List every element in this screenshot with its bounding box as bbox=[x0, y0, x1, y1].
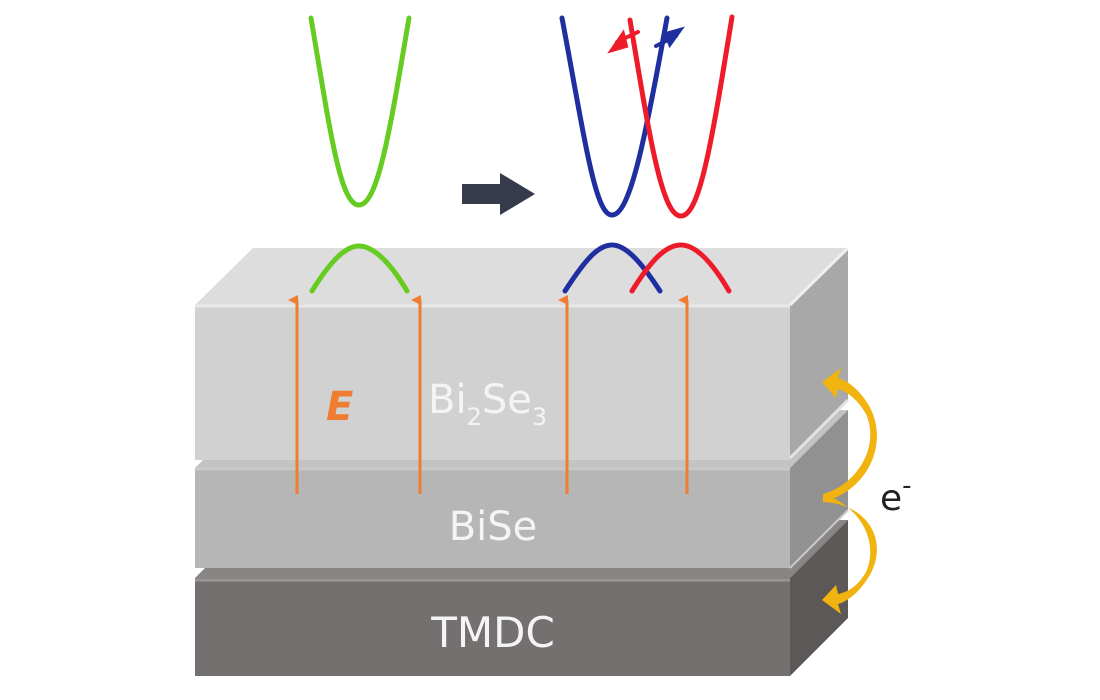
initial-band-structure bbox=[308, 15, 412, 294]
spin-up-arrow-icon bbox=[607, 29, 640, 54]
bise-front-face bbox=[195, 468, 790, 568]
spin-down-arrow-icon bbox=[654, 26, 685, 49]
bi2se3-layer: Bi2Se3 bbox=[195, 246, 850, 460]
electron-symbol: e bbox=[880, 478, 902, 519]
conduction-band-initial bbox=[308, 15, 412, 208]
bi2se3-label-bi: Bi bbox=[428, 377, 467, 423]
conduction-band-spin-up bbox=[627, 14, 735, 219]
electric-field-arrows bbox=[288, 295, 689, 494]
electron-arrow-up-icon bbox=[822, 368, 877, 502]
bi2se3-label-se: Se bbox=[482, 377, 532, 423]
electron-charge-superscript: - bbox=[902, 471, 911, 501]
electron-arrow-down-icon bbox=[822, 494, 877, 614]
electron-label: e- bbox=[880, 471, 912, 519]
bi2se3-subscript-2: 2 bbox=[467, 403, 482, 431]
tmdc-front-face bbox=[195, 578, 790, 676]
tmdc-label: TMDC bbox=[430, 608, 555, 657]
valence-band-spin-up bbox=[629, 242, 732, 294]
tmdc-side-face bbox=[790, 520, 848, 676]
electric-field-label: E bbox=[326, 384, 353, 430]
transition-arrow-icon bbox=[462, 173, 535, 215]
bi2se3-subscript-3: 3 bbox=[532, 403, 547, 431]
bi2se3-side-edge bbox=[788, 246, 850, 307]
bi2se3-front-face bbox=[195, 305, 790, 460]
bise-label: BiSe bbox=[449, 504, 538, 550]
bi2se3-top-face bbox=[195, 248, 848, 305]
bise-side-edge bbox=[789, 509, 849, 569]
electron-transfer-arrows bbox=[822, 368, 877, 614]
bise-side-face bbox=[790, 410, 848, 568]
split-band-structure bbox=[559, 14, 735, 294]
bi2se3-side-face bbox=[790, 248, 848, 458]
bi2se3-bottom-edge bbox=[788, 398, 850, 460]
valence-band-initial bbox=[309, 243, 410, 294]
bi2se3-label: Bi2Se3 bbox=[428, 377, 547, 431]
